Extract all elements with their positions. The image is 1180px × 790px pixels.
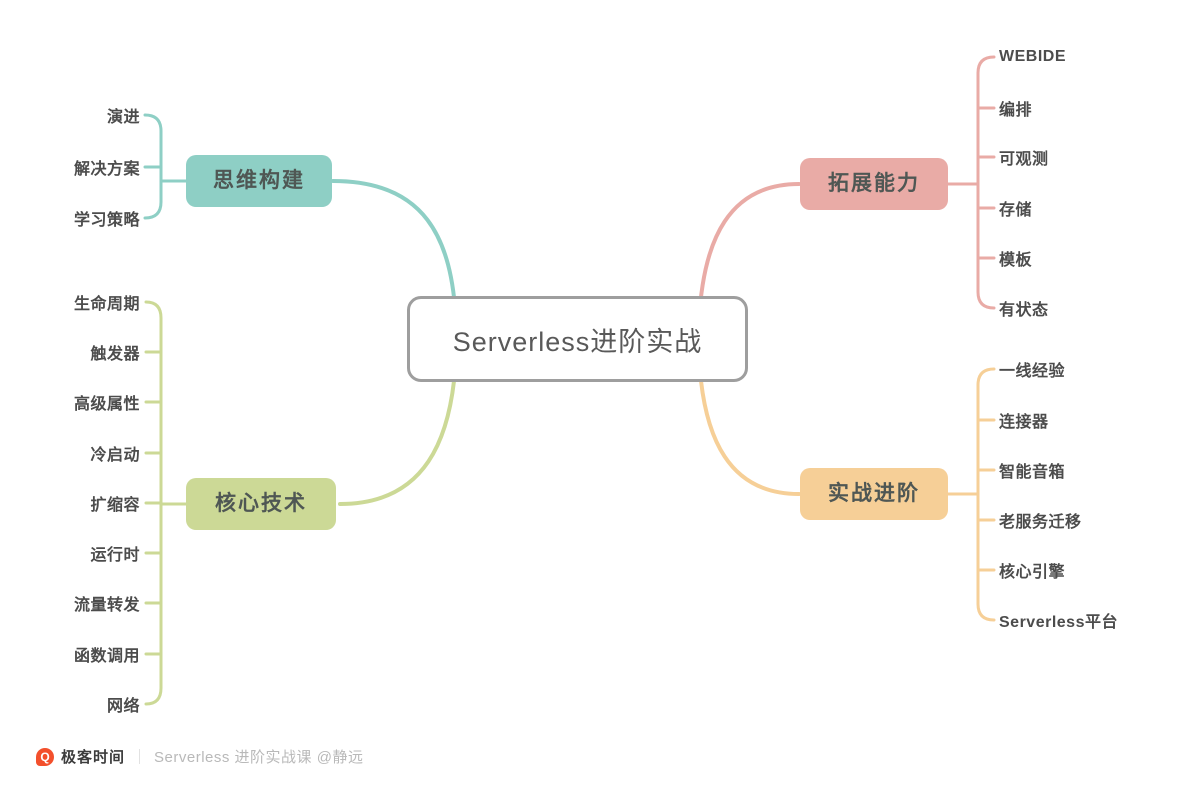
leaf-topic: 老服务迁移: [999, 514, 1082, 531]
leaf-topic: 冷启动: [90, 447, 140, 464]
orange-ticks: [976, 418, 996, 572]
leaf-topic: 连接器: [999, 414, 1049, 431]
leaf-topic: Serverless平台: [999, 614, 1118, 631]
leaf-topic: 解决方案: [73, 161, 140, 178]
orange-main-curve: [697, 354, 801, 496]
leaf-topic: 网络: [106, 698, 140, 715]
leaf-topic: 生命周期: [73, 296, 140, 313]
leaf-topic: 模板: [999, 252, 1033, 269]
teal-main-curve: [331, 179, 458, 324]
leaf-topic: 流量转发: [73, 597, 140, 614]
central-topic: Serverless进阶实战: [407, 296, 748, 382]
leaf-topic: 编排: [999, 102, 1033, 119]
branch-node-mind: 思维构建: [186, 155, 332, 207]
pink-ticks: [976, 106, 996, 260]
leaf-topic: 有状态: [999, 302, 1049, 319]
leaf-topic: 一线经验: [999, 363, 1066, 380]
leaf-topic: 运行时: [90, 547, 140, 564]
footer-tagline: Serverless 进阶实战课 @静远: [154, 749, 364, 766]
footer-watermark: Q 极客时间 ｜ Serverless 进阶实战课 @静远: [36, 746, 363, 767]
pink-spine: [976, 55, 996, 310]
leaf-topic: 扩缩容: [90, 497, 140, 514]
leaf-topic: 触发器: [90, 346, 140, 363]
green-ticks: [144, 350, 163, 656]
branch-node-practice: 实战进阶: [800, 468, 948, 520]
leaf-topic: 可观测: [999, 151, 1049, 168]
branch-node-extend: 拓展能力: [800, 158, 948, 210]
leaf-topic: 智能音箱: [999, 464, 1066, 481]
leaf-topic: 核心引擎: [999, 564, 1066, 581]
orange-spine: [976, 367, 996, 622]
branch-node-core: 核心技术: [186, 478, 336, 530]
pink-main-curve: [697, 182, 801, 324]
green-main-curve: [338, 354, 458, 506]
leaf-topic: 演进: [106, 109, 140, 126]
leaf-topic: 高级属性: [73, 396, 140, 413]
footer-separator: ｜: [132, 749, 148, 766]
geektime-logo-icon: Q: [36, 747, 54, 766]
leaf-topic: 存储: [999, 202, 1033, 219]
leaf-topic: WEBIDE: [999, 48, 1066, 65]
footer-brand: 极客时间: [61, 749, 126, 766]
leaf-topic: 学习策略: [73, 212, 140, 229]
leaf-topic: 函数调用: [73, 648, 140, 665]
